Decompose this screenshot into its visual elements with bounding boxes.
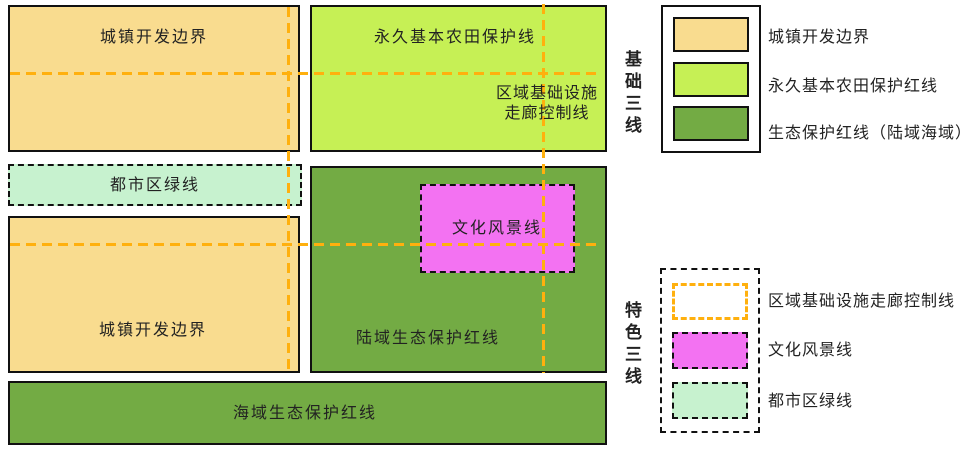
legend-special-box	[660, 268, 760, 433]
zone-urban-development-bottom	[8, 216, 300, 373]
zone-sea-eco-redline	[8, 381, 607, 445]
corridor-line-horizontal-middle	[10, 243, 602, 246]
legend-special-label-metro: 都市区绿线	[768, 393, 854, 410]
legend-swatch-corridor	[672, 282, 748, 320]
legend-special-label-culture: 文化风景线	[768, 342, 854, 359]
zone-label-culture: 文化风景线	[451, 220, 543, 237]
zone-label-corridor: 区域基础设施 走廊控制线	[472, 84, 622, 124]
zone-urban-development-top	[8, 5, 300, 152]
legend-basic-label-urban: 城镇开发边界	[768, 29, 871, 46]
legend-basic-title: 基础三线	[622, 50, 641, 138]
zone-label-metro-greenline: 都市区绿线	[109, 177, 201, 194]
zone-label-corridor-line2: 走廊控制线	[504, 105, 590, 122]
legend-basic-label-eco: 生态保护红线（陆域海域）	[768, 125, 973, 142]
legend-swatch-culture	[672, 332, 748, 369]
legend-special-label-corridor: 区域基础设施走廊控制线	[768, 293, 956, 310]
zone-label-corridor-line1: 区域基础设施	[495, 85, 598, 102]
zone-label-sea-eco: 海域生态保护红线	[232, 405, 378, 422]
legend-swatch-farmland	[673, 61, 749, 97]
zone-culture-landscape	[420, 184, 575, 273]
zone-label-land-eco: 陆域生态保护红线	[355, 330, 501, 347]
zone-metro-greenline	[8, 164, 302, 206]
zone-label-farmland: 永久基本农田保护线	[373, 29, 537, 46]
legend-special-title: 特色三线	[622, 301, 641, 389]
legend-swatch-urban	[673, 16, 749, 52]
corridor-line-vertical-left	[287, 7, 290, 373]
zone-label-urban-top: 城镇开发边界	[99, 29, 209, 46]
legend-swatch-eco	[673, 106, 749, 142]
zone-permanent-farmland	[310, 5, 607, 152]
corridor-line-vertical-right	[542, 4, 545, 373]
legend-basic-label-farmland: 永久基本农田保护红线	[768, 78, 939, 95]
zone-label-urban-bottom: 城镇开发边界	[98, 322, 208, 339]
legend-basic-box	[661, 5, 761, 153]
legend-swatch-metro	[672, 381, 748, 419]
corridor-line-horizontal-top	[10, 72, 602, 75]
